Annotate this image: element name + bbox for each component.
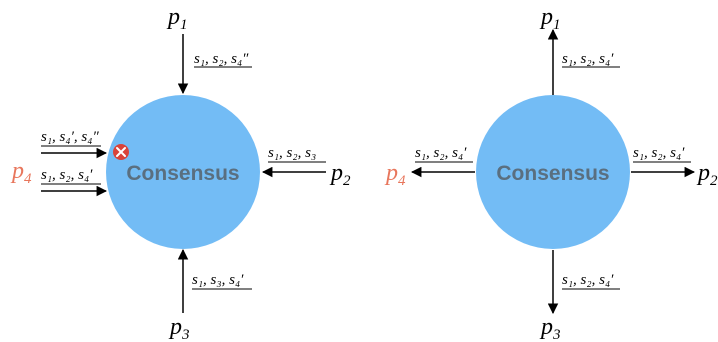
left-edge-label-p3: s₁, s₃, s₄′ bbox=[192, 272, 244, 288]
left-consensus-circle bbox=[106, 95, 260, 249]
left-consensus-label: Consensus bbox=[126, 162, 239, 185]
left-edge-label-p1: s₁, s₂, s₄″ bbox=[194, 51, 249, 67]
right-node-p4: p4 bbox=[384, 160, 406, 189]
left-diagram: Consensus p1 s₁, s₂, s₄″ p2 s₁, s₂, s₃ p… bbox=[10, 4, 351, 342]
left-node-p1: p1 bbox=[166, 4, 188, 33]
left-edge-label-p2: s₁, s₂, s₃ bbox=[268, 145, 316, 161]
left-node-p4: p4 bbox=[10, 158, 32, 187]
right-diagram: Consensus p1 s₁, s₂, s₄′ p2 s₁, s₂, s₄′ … bbox=[384, 4, 718, 342]
right-node-p2: p2 bbox=[696, 160, 718, 189]
right-edge-label-p4: s₁, s₂, s₄′ bbox=[415, 145, 467, 161]
right-consensus-circle bbox=[476, 95, 630, 249]
left-edge-label-p4-a: s₁, s₄′, s₄″ bbox=[41, 129, 99, 145]
right-node-p3: p3 bbox=[539, 314, 561, 342]
left-edge-label-p4-b: s₁, s₂, s₄′ bbox=[41, 167, 93, 183]
left-node-p3: p3 bbox=[168, 314, 190, 342]
right-edge-label-p2: s₁, s₂, s₄′ bbox=[633, 145, 685, 161]
right-edge-label-p1: s₁, s₂, s₄′ bbox=[562, 51, 614, 67]
right-consensus-label: Consensus bbox=[496, 162, 609, 185]
left-node-p2: p2 bbox=[329, 160, 351, 189]
x-icon bbox=[113, 144, 129, 160]
right-node-p1: p1 bbox=[539, 4, 561, 33]
right-edge-label-p3: s₁, s₂, s₄′ bbox=[562, 272, 614, 288]
